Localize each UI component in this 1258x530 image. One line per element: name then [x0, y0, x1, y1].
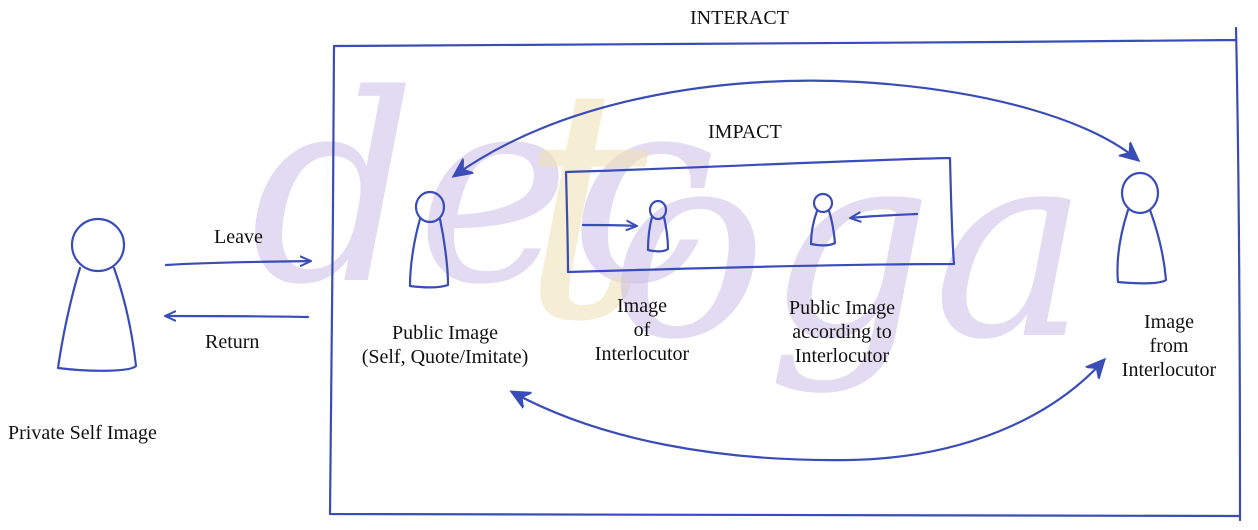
public-image-label-line1: Public Image — [391, 322, 499, 344]
arrow-to-public-image-according — [851, 214, 919, 218]
leave-label: Leave — [214, 226, 263, 248]
image-from-interlocutor-line2: from — [1149, 335, 1189, 357]
image-from-interlocutor-line3: Interlocutor — [1121, 359, 1217, 381]
image-of-interlocutor-line1: Image — [617, 295, 667, 317]
public-image-label-line2: (Self, Quote/Imitate) — [361, 346, 529, 368]
public-image-figure — [408, 190, 450, 289]
image-from-interlocutor-line1: Image — [1144, 311, 1194, 333]
leave-arrow — [164, 261, 310, 265]
public-image-according-label: Public Image according to Interlocutor — [768, 296, 916, 368]
public-image-according-line3: Interlocutor — [794, 345, 890, 367]
image-of-interlocutor-line2: of — [633, 319, 651, 341]
top-curve-arrow — [454, 79, 1138, 176]
public-image-according-figure — [809, 192, 837, 247]
impact-title: IMPACT — [708, 121, 782, 143]
public-image-according-line2: according to — [792, 321, 892, 343]
image-from-interlocutor-figure — [1116, 171, 1168, 285]
return-label: Return — [205, 331, 260, 353]
private-self-image-label: Private Self Image — [8, 422, 157, 444]
image-from-interlocutor-label: Image from Interlocutor — [1104, 310, 1234, 382]
public-image-label: Public Image (Self, Quote/Imitate) — [340, 321, 550, 369]
image-of-interlocutor-line3: Interlocutor — [594, 343, 690, 365]
public-image-according-line1: Public Image — [788, 297, 896, 319]
image-of-interlocutor-figure — [646, 199, 670, 253]
interact-title: INTERACT — [690, 7, 789, 29]
image-of-interlocutor-label: Image of Interlocutor — [578, 294, 706, 366]
private-self-figure — [56, 217, 138, 372]
return-arrow — [166, 316, 310, 317]
arrow-to-image-of-interlocutor — [581, 225, 636, 226]
bottom-curve-arrow — [512, 360, 1104, 462]
interact-box — [328, 26, 1242, 522]
